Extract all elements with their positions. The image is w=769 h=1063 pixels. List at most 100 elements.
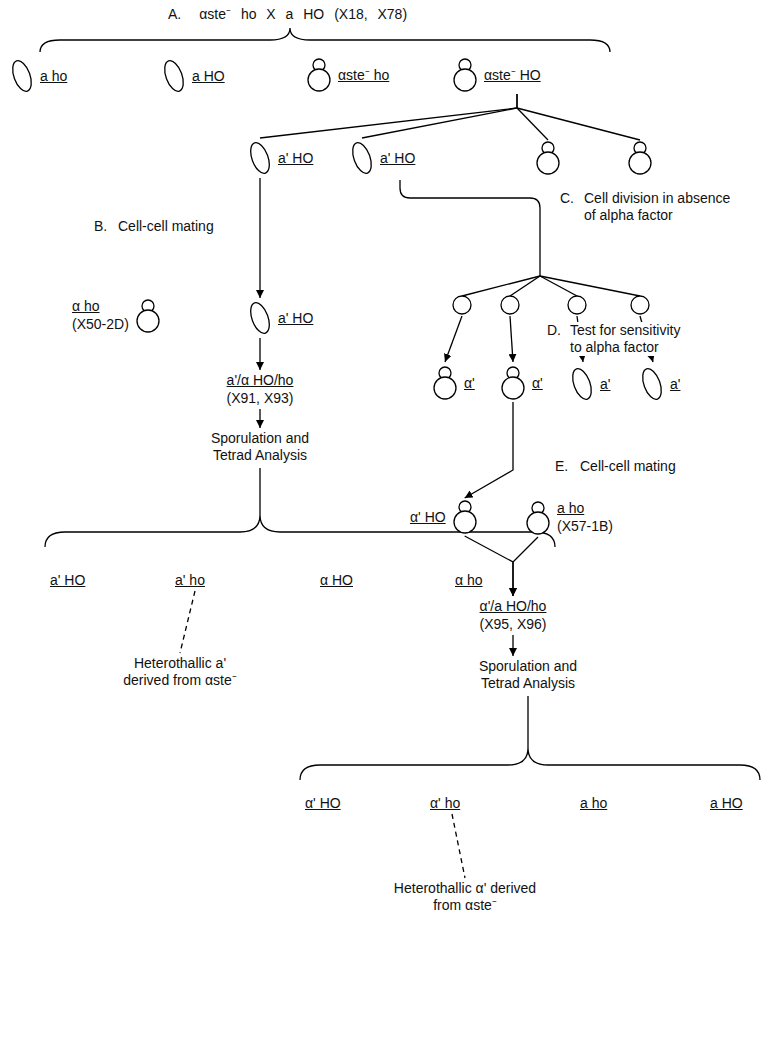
text-group: a' <box>670 376 680 393</box>
branch-line <box>517 108 640 140</box>
text-block: A.αste⁻ ho X a HO (X18, X78) <box>168 6 407 23</box>
branch-line <box>510 276 540 296</box>
text-group: α' HO <box>305 795 341 812</box>
cell-genotype: a HO <box>162 58 225 94</box>
division-arrow <box>400 180 540 276</box>
branch-line <box>517 108 548 140</box>
cell-icon <box>452 500 478 534</box>
text-group: α' HO <box>410 509 446 526</box>
cell-icon <box>248 300 272 336</box>
cell-outline <box>527 512 549 534</box>
text-block: Sporulation and Tetrad Analysis <box>198 430 323 464</box>
stem-line <box>527 696 528 748</box>
cell-outline <box>308 69 330 91</box>
text-block: a' HO <box>50 572 85 589</box>
cell-outline <box>454 69 476 91</box>
text-group: a' HO <box>278 310 313 327</box>
text-block: Heterothallic a' derived from αste⁻ <box>110 655 250 689</box>
budding-cell <box>537 142 559 174</box>
text-group: Sporulation and Tetrad Analysis <box>466 658 591 692</box>
test-arrow <box>445 316 462 362</box>
stage-label: Heterothallic a' derived from αste⁻ <box>110 655 250 689</box>
cell-genotype: αste⁻ ho <box>306 58 389 92</box>
cell-genotype: α' HO <box>410 500 478 534</box>
connector-arrow <box>512 635 513 656</box>
cell-genotype: a' HO <box>248 300 313 336</box>
cell-genotype: a' HO <box>248 140 313 176</box>
cell-icon <box>10 58 34 94</box>
genotype-label: a' <box>670 376 680 393</box>
dashed-leader <box>180 591 195 653</box>
cell-icon <box>135 299 161 333</box>
cell-genotype: a ho(X57-1B) <box>525 500 613 535</box>
genotype-label: (X50-2D) <box>72 316 129 333</box>
cell-genotype: a' <box>640 366 680 402</box>
cell-genotype: a' HO <box>350 140 415 176</box>
text-group: α' ho <box>430 795 460 812</box>
genotype-label: αste⁻ ho <box>338 67 389 84</box>
text-group: α' <box>532 375 543 392</box>
text-group: a' HO <box>50 572 85 589</box>
text-group: Heterothallic α' derived from αste⁻ <box>390 880 540 914</box>
text-group: α' <box>464 375 475 392</box>
text-block: a HO <box>710 795 743 812</box>
cell-icon <box>248 140 272 176</box>
genotype-label: α' HO <box>305 795 341 812</box>
genotype-label: a' HO <box>380 150 415 167</box>
step-letter: B. <box>92 218 109 235</box>
cell-outline <box>569 366 595 402</box>
text-group: a' <box>600 376 610 393</box>
cell-outline <box>434 377 456 399</box>
text-block: a' ho <box>175 572 205 589</box>
text-block: Heterothallic α' derived from αste⁻ <box>390 880 540 914</box>
genotype-label: α ho <box>72 298 100 315</box>
genotype-label: αste⁻ HO <box>484 67 541 84</box>
cell-icon <box>500 366 526 400</box>
text-group: a HO <box>710 795 743 812</box>
cell-icon <box>525 501 551 535</box>
genotype-label: α ho <box>455 572 483 589</box>
cell-icon <box>640 366 664 402</box>
cell-icon <box>350 140 374 176</box>
text-block: α' ho <box>430 795 460 812</box>
genotype-label: α' ho <box>430 795 460 812</box>
cell-outline <box>247 140 273 176</box>
cell-outline <box>454 511 476 533</box>
round-cell <box>568 296 586 314</box>
connector-arrow <box>465 402 513 498</box>
stem-line <box>259 468 260 515</box>
text-group: α'/a HO/ho(X95, X96) <box>480 598 547 633</box>
cell-genotype: αste⁻ HO <box>452 58 541 92</box>
genotype-label: a HO <box>192 68 225 85</box>
connector-arrow <box>259 178 260 298</box>
round-cell <box>453 296 471 314</box>
text-block: a ho <box>580 795 607 812</box>
text-block: α HO <box>320 572 353 589</box>
step-letter: D. <box>545 322 563 339</box>
genotype-label: a' ho <box>175 572 205 589</box>
branch-line <box>540 276 640 296</box>
text-group: a ho(X57-1B) <box>557 500 613 535</box>
step-caption: Cell division in absence of alpha factor <box>582 190 746 224</box>
genotype-label: α' <box>532 375 543 392</box>
cell-icon <box>432 366 458 400</box>
genotype-label: a' <box>600 376 610 393</box>
genotype-label: a HO <box>710 795 743 812</box>
text-group: A.αste⁻ ho X a HO (X18, X78) <box>168 6 407 23</box>
test-arrow <box>510 316 513 362</box>
connector-arrow <box>362 94 517 138</box>
stage-label: A. <box>168 6 181 23</box>
cell-outline <box>9 58 35 94</box>
text-group: Heterothallic a' derived from αste⁻ <box>110 655 250 689</box>
genotype-label: α' <box>464 375 475 392</box>
brace <box>45 515 555 547</box>
genotype-label: a' HO <box>278 150 313 167</box>
step-caption: Test for sensitivity to alpha factor <box>568 322 697 356</box>
text-group: a' HO <box>278 150 313 167</box>
genotype-label: a ho <box>40 68 67 85</box>
text-group: a'/α HO/ho(X91, X93) <box>227 372 294 407</box>
step-letter: E. <box>553 458 570 475</box>
text-block: α'/a HO/ho(X95, X96) <box>480 598 547 633</box>
cell-outline <box>349 140 375 176</box>
cell-genotype: α' <box>432 366 475 400</box>
